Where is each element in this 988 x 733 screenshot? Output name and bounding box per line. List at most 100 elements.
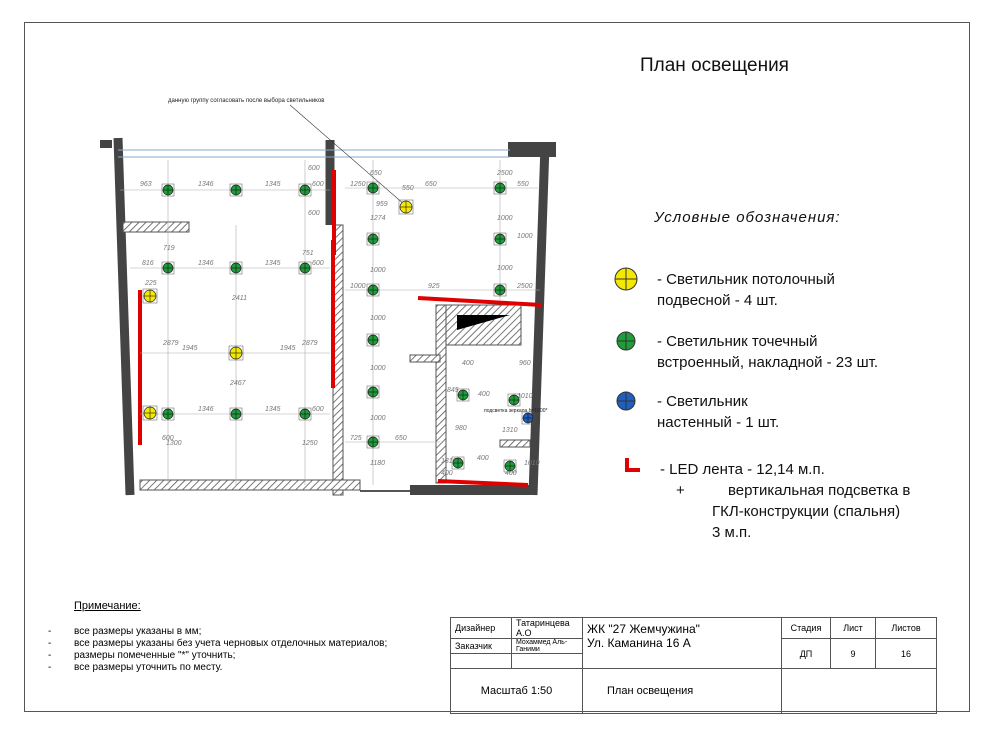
spot-light-icon — [456, 388, 470, 402]
notes: Примечание: -все размеры указаны в мм; -… — [48, 600, 387, 674]
dimension-label: 2467 — [229, 380, 247, 387]
dimension-label: 1000 — [517, 233, 533, 240]
spot-light-icon — [298, 407, 312, 421]
dimension-label: 1346 — [198, 181, 214, 188]
dimension-label: 1000 — [497, 265, 513, 272]
dimension-label: 1250 — [302, 440, 318, 447]
dimension-label: 400 — [477, 455, 489, 462]
dimension-label: 600 — [312, 406, 324, 413]
spot-light-icon — [229, 407, 243, 421]
dimension-label: 980 — [455, 425, 467, 432]
spot-light-icon — [229, 183, 243, 197]
spot-light-icon — [161, 261, 175, 275]
dimension-label: 2500 — [496, 170, 513, 177]
led-strips — [138, 170, 543, 487]
spot-light-icon — [493, 232, 507, 246]
spot-light-icon — [366, 435, 380, 449]
dimension-label: 600 — [308, 165, 320, 172]
dimension-label: 400 — [462, 360, 474, 367]
dimension-label: 959 — [376, 201, 388, 208]
dimension-label: 719 — [163, 245, 175, 252]
spot-light-icon — [366, 333, 380, 347]
dimension-label: 1000 — [350, 283, 366, 290]
spot-light-icon — [507, 393, 521, 407]
dimension-label: 2411 — [231, 295, 247, 302]
dimension-label: 600 — [162, 435, 174, 442]
dimension-label: 650 — [395, 435, 407, 442]
pendant-light-icon — [142, 405, 158, 421]
dimension-label: 1180 — [370, 460, 385, 467]
dimension-label: 600 — [308, 210, 320, 217]
dimension-label: 1345 — [265, 260, 281, 267]
dimension-label: 550 — [402, 185, 414, 192]
spot-light-icon — [161, 407, 175, 421]
spot-light-icon — [298, 261, 312, 275]
dimension-label: 1250 — [350, 181, 366, 188]
dimension-label: 816 — [142, 260, 154, 267]
dimension-label: 1010 — [517, 393, 533, 400]
dimension-label: 2879 — [162, 340, 179, 347]
dimension-label: 1010 — [524, 460, 540, 467]
dimension-label: 1000 — [370, 315, 386, 322]
plan-note: данную группу согласовать после выбора с… — [168, 98, 324, 104]
notes-heading: Примечание: — [74, 600, 141, 612]
dimension-label: 650 — [370, 170, 382, 177]
dimension-label: 650 — [425, 181, 437, 188]
spot-light-icon — [451, 456, 465, 470]
spot-light-icon — [366, 181, 380, 195]
dimension-label: 1274 — [370, 215, 386, 222]
mirror-note: подсветка зеркала h=1000* — [484, 408, 548, 414]
dimension-label: 725 — [350, 435, 362, 442]
dimension-label: 1346 — [198, 260, 214, 267]
dimension-label: 1000 — [497, 215, 513, 222]
spot-light-icon — [493, 181, 507, 195]
spot-light-icon — [493, 283, 507, 297]
dimension-label: 751 — [302, 250, 314, 257]
dimension-label: 2500 — [516, 283, 533, 290]
dimension-label: 925 — [428, 283, 440, 290]
dimension-label: 963 — [140, 181, 152, 188]
dimension-label: 1000 — [370, 267, 386, 274]
spot-light-icon — [503, 459, 517, 473]
page-title: План освещения — [640, 55, 789, 76]
dimension-label: 400 — [441, 470, 453, 477]
dimension-label: 600 — [312, 260, 324, 267]
dimension-label: 550 — [517, 181, 529, 188]
dimension-label: 600 — [312, 181, 324, 188]
dimension-label: 1945 — [182, 345, 198, 352]
plan-walls — [100, 137, 556, 496]
pendant-light-icon — [398, 199, 414, 215]
spot-light-icon — [298, 183, 312, 197]
wall-light-icon — [521, 411, 535, 425]
dimension-label: 1345 — [265, 406, 281, 413]
legend-item-led: - LED лента - 12,14 м.п. +вертикальная п… — [660, 461, 911, 541]
dimension-label: 1310 — [441, 458, 457, 465]
dimension-label: 1310 — [502, 427, 518, 434]
pendant-light-icon — [142, 288, 158, 304]
dimension-label: 400 — [478, 391, 490, 398]
dimension-label: 2879 — [301, 340, 318, 347]
spot-light-icon — [366, 232, 380, 246]
dimension-label: 1945 — [280, 345, 296, 352]
note-item: -все размеры указаны в мм; — [48, 626, 202, 637]
dimension-label: 1345 — [265, 181, 281, 188]
dimension-label: 1000 — [370, 365, 386, 372]
spot-light-icon — [161, 183, 175, 197]
dimension-label: 960 — [519, 360, 531, 367]
note-item: -все размеры указаны без учета черновых … — [48, 638, 388, 649]
note-item: -все размеры уточнить по месту. — [48, 662, 223, 673]
spot-light-icon — [366, 283, 380, 297]
dimension-label: 845 — [447, 387, 459, 394]
dimension-label: 400 — [505, 470, 517, 477]
dimension-label: 1300 — [166, 440, 182, 447]
dimension-label: 1000 — [370, 415, 386, 422]
pendant-light-icon — [228, 345, 244, 361]
dimension-label: 1346 — [198, 406, 214, 413]
spot-light-icon — [366, 385, 380, 399]
